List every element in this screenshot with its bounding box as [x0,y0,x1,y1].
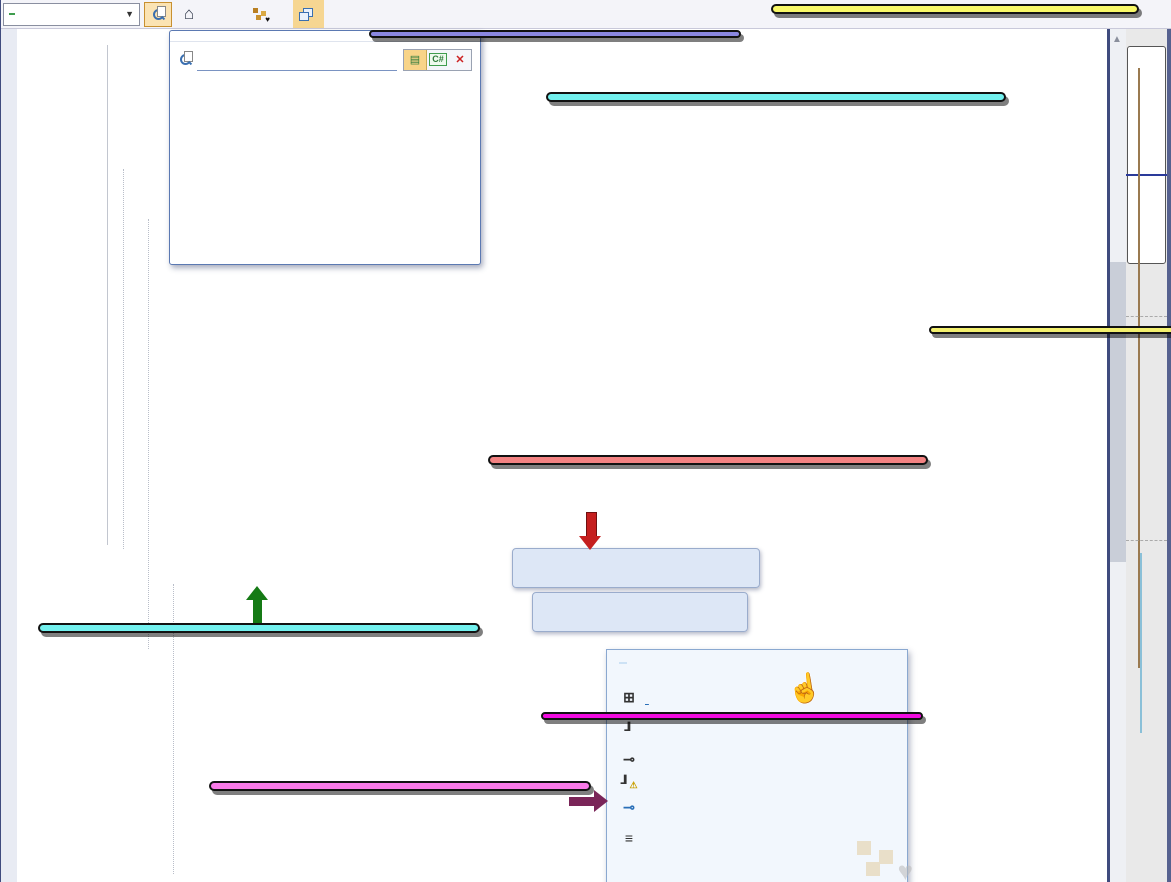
base-type-icon: ┚ [624,722,634,738]
csharp-icon: C# [429,53,447,66]
line-100-rule [1126,540,1167,541]
filter-button-group: ▤ C# ✕ [403,48,472,71]
quick-info-title [619,662,627,664]
callout-scrollbar-markers [771,4,1139,14]
interface-row-iinterface: ⊸ [621,799,893,816]
callout-comment-tagger [38,623,480,633]
editor-scrollbar-divider[interactable] [1107,0,1110,882]
search-declaration-popup: ▤ C# ✕ [169,30,481,265]
breadcrumb-active-member[interactable] [293,0,324,28]
interface-icon: ⊸ [623,751,635,767]
current-line-marker [1126,174,1167,176]
popup-title [170,31,480,42]
selection-row: ≡ [621,830,893,846]
project-selector[interactable]: ▼ [3,2,140,26]
indicator-margin [1,29,17,882]
document-filter-button[interactable]: ▤ [404,49,427,70]
scrollbar-viewport-box[interactable] [1127,46,1166,264]
callout-syntax-highlight [546,92,1006,102]
csharp-project-icon [9,13,15,15]
callout-super-quick-info [209,781,591,791]
interface-header-row: ⊸ [621,751,893,768]
extension-logo-watermark: ♥ [857,838,913,882]
smart-bar-row2 [532,592,748,632]
csharp-filter-button[interactable]: C# [427,50,449,70]
breadcrumb-class[interactable]: ♥ [247,0,279,28]
indent-guide [148,219,149,649]
hand-cursor-icon: ☝ [785,670,824,707]
base-type-row: ┚ [621,722,893,739]
clear-filter-icon: ✕ [455,54,465,66]
breadcrumb-namespace[interactable] [216,0,233,28]
outline-guide [107,45,108,545]
scrollbar-map[interactable] [1126,28,1167,882]
callout-smart-bar [488,455,928,465]
callout-navigation-bar [369,30,741,38]
overlap-class-icon [299,7,313,21]
callout-line-number [929,326,1171,334]
clear-filter-button[interactable]: ✕ [449,50,471,70]
home-icon: ⌂ [183,4,195,23]
scrollbar-track[interactable]: ▲ [1110,28,1126,882]
search-icon [180,51,193,65]
class-icon: ♥ [253,7,270,24]
callout-click-go [541,712,923,720]
scroll-up-icon[interactable]: ▲ [1112,34,1122,45]
quick-info-popup: ⊞ ┚ ⊸ ┚⚠ ⊸ ≡ ♥ [606,649,913,882]
inherited-interface-warning-icon: ┚⚠ [621,775,638,791]
symbol-icon: ⊞ [623,689,635,705]
indent-guide [173,584,174,874]
interface-icon: ⊸ [623,799,635,815]
search-input[interactable] [197,48,397,71]
search-declaration-button[interactable] [144,1,172,27]
quickinfo-hidden-row: ⊞ [621,689,893,706]
scrollbar-structure-line-blue [1140,553,1142,733]
scrollbar-thumb[interactable] [1110,262,1126,562]
home-button[interactable]: ⌂ [176,3,202,26]
indent-guide [123,169,124,549]
declaration-list [170,77,480,81]
search-icon [152,5,166,20]
scrollbar-structure-line [1138,68,1140,668]
chevron-down-icon[interactable]: ▼ [125,9,134,19]
smart-bar-row1 [512,548,760,588]
selection-icon: ≡ [624,830,634,846]
window-edge [1167,0,1171,882]
document-icon: ▤ [409,54,421,66]
line-50-rule [1126,316,1167,317]
interface-row-disposable: ┚⚠ [621,775,893,792]
